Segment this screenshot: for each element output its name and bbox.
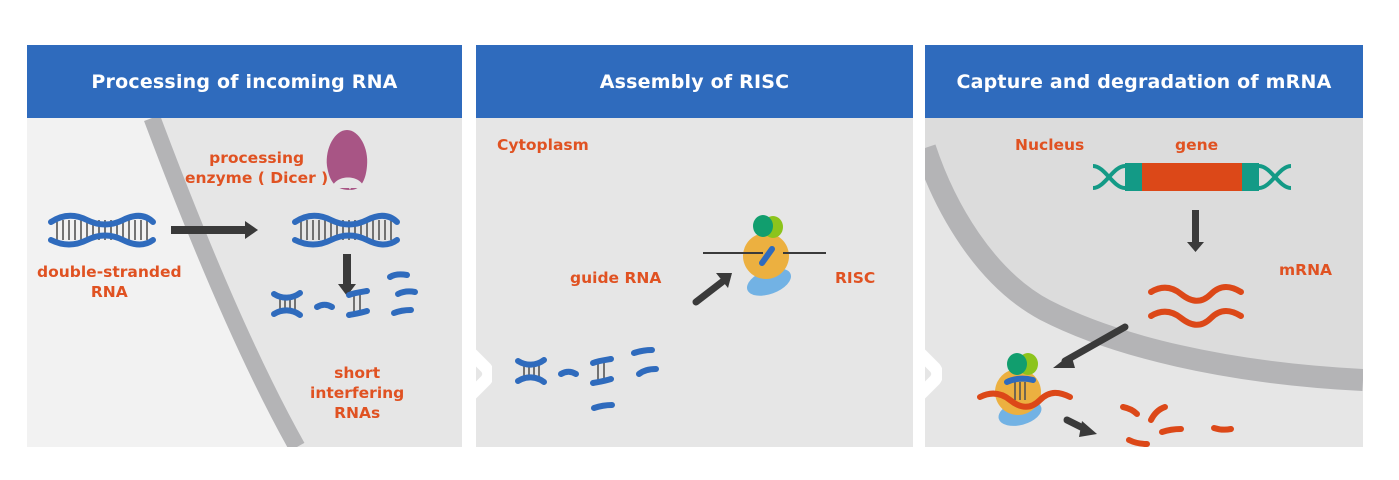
cytoplasm-label: Cytoplasm <box>497 136 589 154</box>
risc-label: RISC <box>835 269 876 287</box>
extracellular-region <box>27 118 297 447</box>
enzyme-label-line-2: enzyme ( Dicer ) <box>185 169 329 187</box>
mrna-strands <box>1148 284 1244 328</box>
nucleus-label: Nucleus <box>1015 136 1085 154</box>
gene-label: gene <box>1175 136 1219 154</box>
gene-dna-icon <box>1092 163 1292 191</box>
cell-membrane <box>144 118 305 447</box>
double-stranded-rna-processing <box>292 212 400 248</box>
panel-title: Processing of incoming RNA <box>27 45 462 118</box>
double-stranded-rna <box>48 212 156 248</box>
guide-rna-label: guide RNA <box>570 269 662 287</box>
dicer-enzyme-icon <box>326 130 368 190</box>
nuclear-membrane <box>925 144 1363 391</box>
enzyme-label-line-1: processing <box>209 149 305 167</box>
arrow-up-right <box>692 273 732 306</box>
sirna-label: short interfering RNAs <box>310 363 404 423</box>
panel-title: Assembly of RISC <box>476 45 913 118</box>
panel-title: Capture and degradation of mRNA <box>925 45 1363 118</box>
arrow-down <box>1187 210 1204 252</box>
sirna-label-line-2: interfering <box>310 384 405 402</box>
arrow-down <box>338 254 356 296</box>
processing-illustration <box>27 118 418 447</box>
chevron-connector-2-3 <box>913 330 942 448</box>
double-stranded-rna-label: double-stranded RNA <box>37 262 182 302</box>
arrow-down-left <box>1053 323 1129 368</box>
arrow-right <box>171 221 258 239</box>
chevron-connector-1-2 <box>464 330 492 448</box>
sirna-label-line-3: RNAs <box>334 404 381 422</box>
enzyme-label: processing enzyme ( Dicer ) <box>185 148 328 188</box>
sirna-fragments <box>515 347 659 411</box>
mrna-label: mRNA <box>1279 261 1333 279</box>
panel-capture-degradation: Capture and degradation of mRNA <box>925 45 1363 447</box>
dicer-notch <box>332 177 364 188</box>
assembly-illustration <box>515 215 826 411</box>
risc-mrna-complex-icon <box>977 353 1073 426</box>
panel-processing: Processing of incoming RNA <box>27 45 462 447</box>
risc-complex-icon <box>743 215 791 296</box>
degraded-mrna-fragments <box>1120 404 1234 447</box>
degradation-illustration <box>925 118 1363 447</box>
sirna-label-line-1: short <box>334 364 381 382</box>
dsrna-label-line-1: double-stranded <box>37 263 182 281</box>
panel-assembly: Assembly of RISC <box>476 45 913 447</box>
dsrna-label-line-2: RNA <box>90 283 128 301</box>
sirna-fragments <box>271 271 418 318</box>
arrow-down-right <box>1063 416 1097 437</box>
